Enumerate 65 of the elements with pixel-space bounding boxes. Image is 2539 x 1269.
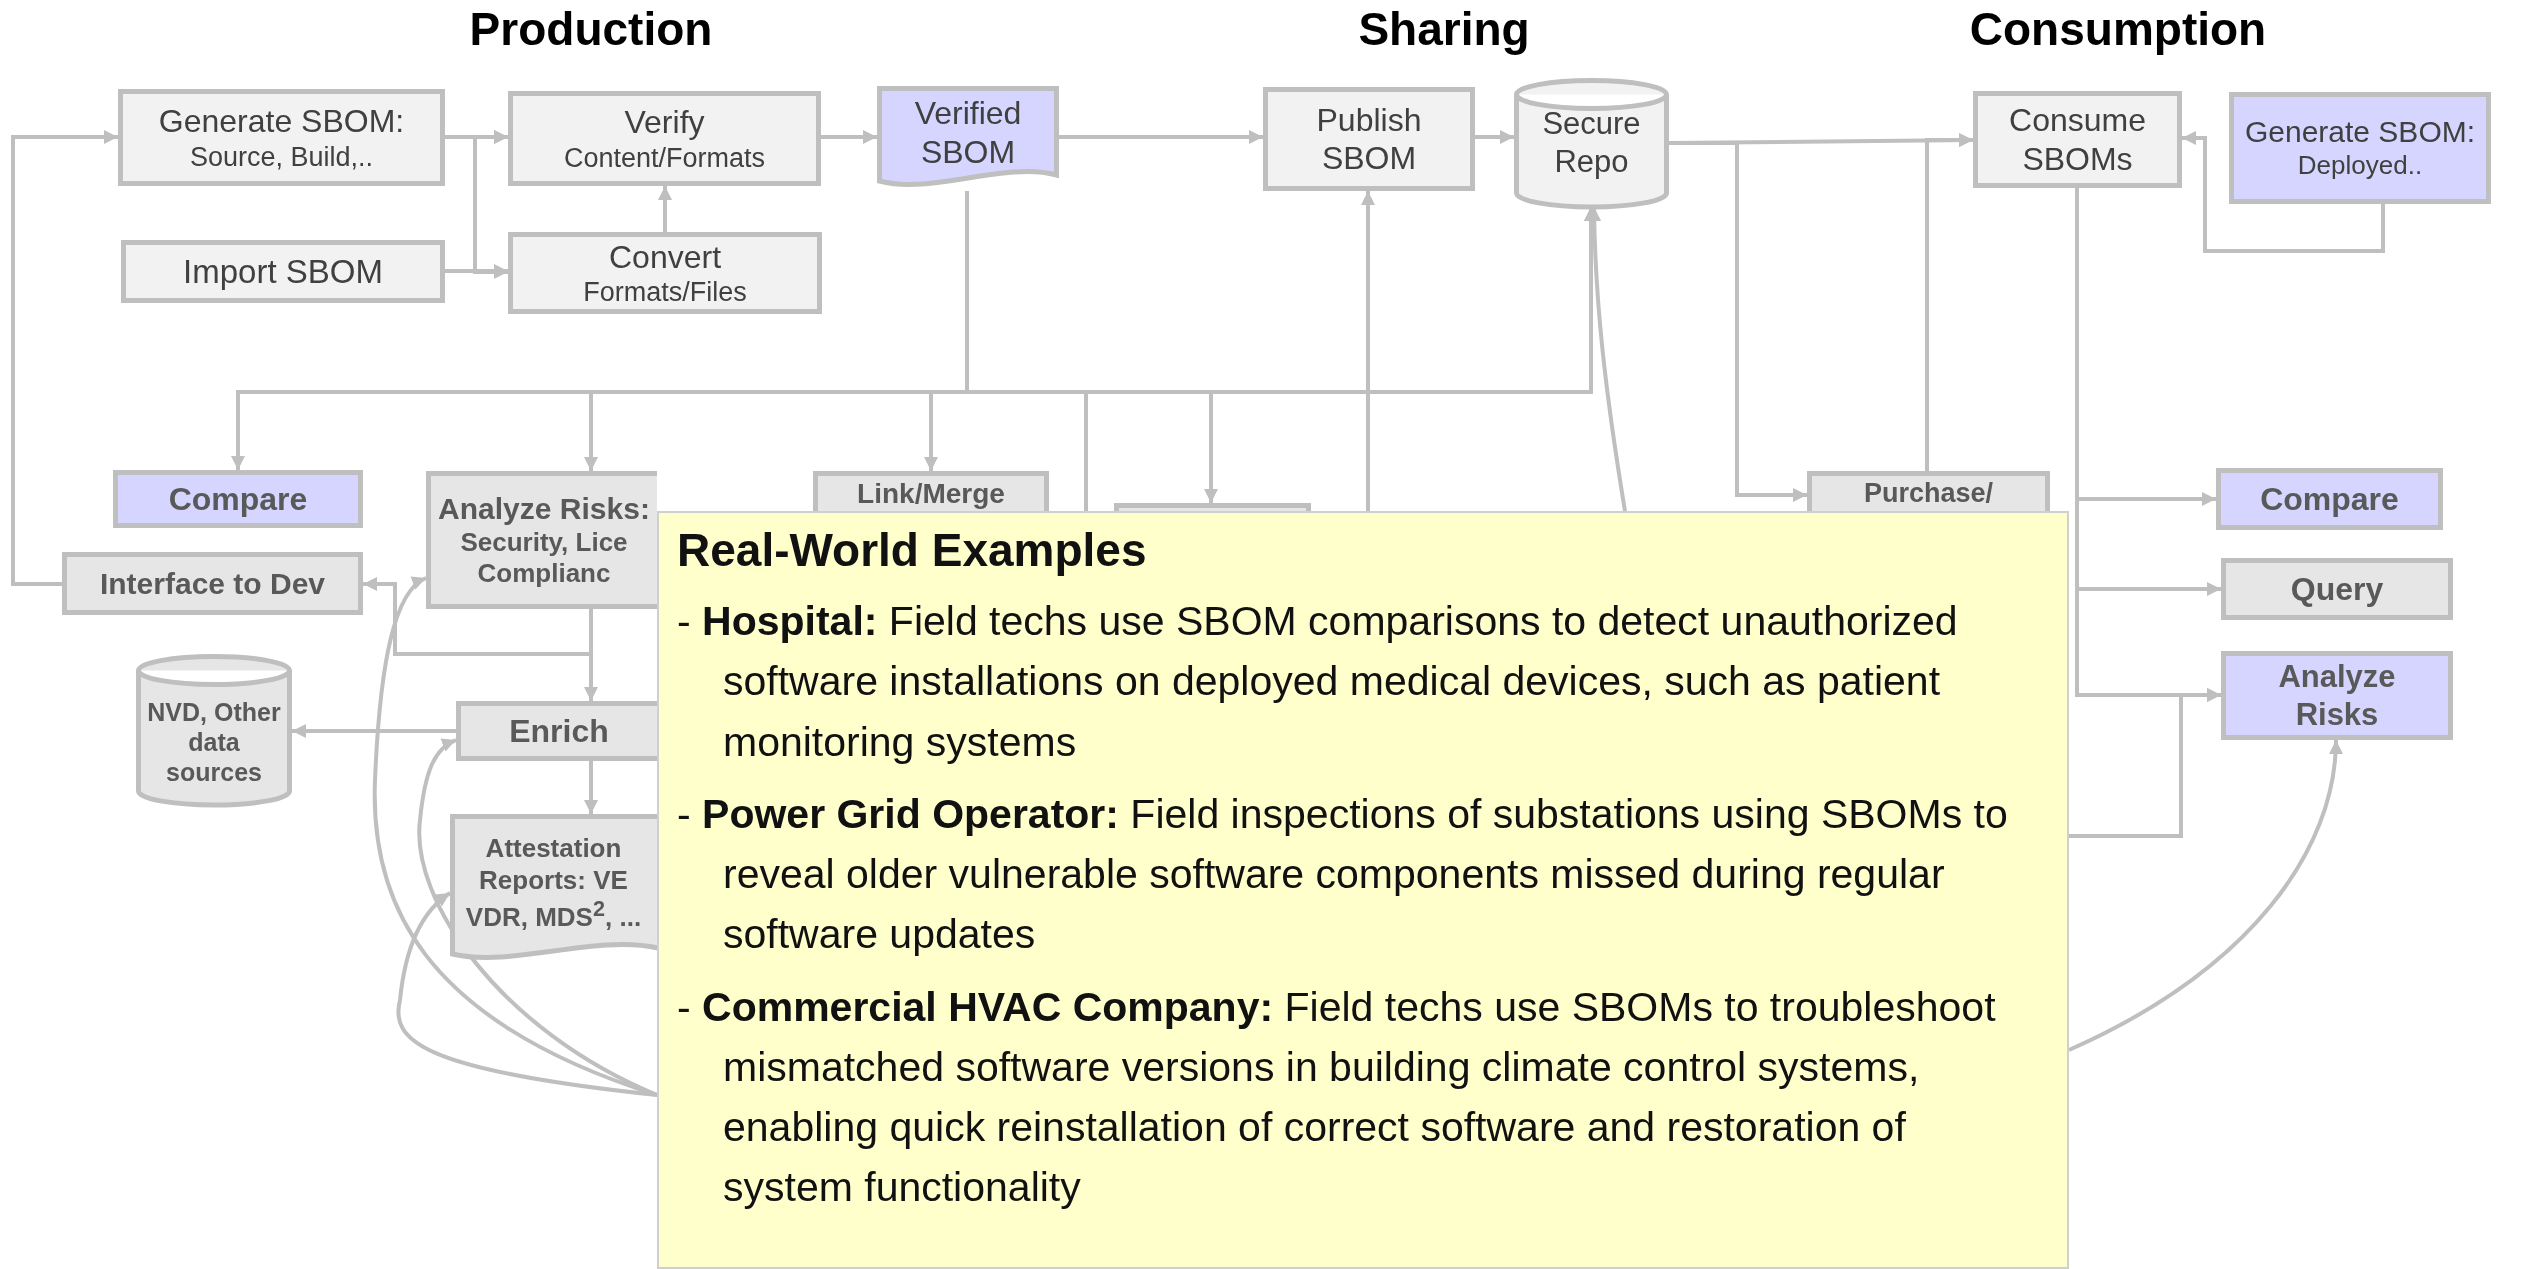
node-label: Compare (2260, 479, 2399, 519)
node-label: Secure Repo (1541, 105, 1642, 180)
arrow (1361, 191, 1375, 511)
node-label: Consume SBOMs (2008, 101, 2147, 178)
process-box (118, 89, 445, 186)
process-box (426, 471, 657, 609)
node-label: Generate SBOM: (158, 102, 405, 141)
node-label: Enrich (509, 711, 609, 751)
arrow (2068, 739, 2343, 1052)
database-cylinder (1514, 78, 1669, 207)
node-label: Interface to Dev (99, 565, 326, 602)
database-cylinder (136, 654, 292, 805)
callout-heading: Real-World Examples (677, 523, 1148, 577)
section-heading: Consumption (1969, 2, 2267, 56)
process-box (1263, 87, 1475, 191)
node-label: NVD, Other data sources (146, 696, 282, 787)
node-label: Convert (608, 237, 721, 276)
node-label: Security, Lice Complianc (459, 526, 629, 590)
node-label: Import SBOM (183, 251, 383, 292)
node-label: Generate SBOM: (2244, 114, 2476, 151)
bullet-text: - Power Grid Operator: Field inspections of substations using SBOMs to reveal older vulnerable software components missed during regular software updates (677, 789, 2009, 960)
node-label: Deployed.. (2297, 150, 2423, 182)
process-box (813, 471, 1049, 511)
arrow (1059, 130, 1263, 144)
node-label: Verified SBOM (913, 94, 1023, 171)
process-box (508, 232, 822, 314)
node-label: Link/Merge (857, 476, 1005, 511)
process-box (1973, 91, 2182, 188)
arrow (821, 130, 877, 144)
process-box (113, 470, 363, 528)
callout-box (657, 511, 2069, 1269)
bullet-text: - Commercial HVAC Company: Field techs use SBOMs to troubleshoot mismatched software versions in building climate control systems, enabling quick reinstallation of correct software and restoration of system functionality (677, 982, 1997, 1213)
arrow (363, 577, 593, 656)
process-box (1114, 503, 1311, 511)
arrow (584, 761, 598, 814)
process-box (2229, 92, 2491, 204)
node-label: Verify (624, 103, 705, 142)
process-box (456, 701, 657, 761)
arrow (658, 186, 672, 232)
arrow (396, 891, 658, 1097)
bullet-text: - Hospital: Field techs use SBOM comparisons to detect unauthorized software installations on deployed medical devices, such as patient monitoring systems (677, 597, 1959, 767)
section-heading: Production (469, 2, 713, 56)
arrow (1669, 141, 1807, 502)
arrow (1475, 130, 1514, 144)
section-heading: Sharing (1358, 2, 1530, 56)
process-box (62, 552, 363, 615)
node-label: Analyze Risks (2277, 658, 2397, 733)
arrow (2182, 131, 2385, 253)
process-box (121, 240, 445, 303)
node-label: Content/Formats (563, 141, 766, 174)
node-label: Attestation Reports: VE VDR, MDS$^{2}$, ... (464, 833, 643, 933)
node-label: Purchase/ (1863, 477, 1994, 510)
process-box (1807, 471, 2050, 511)
node-label: Formats/Files (583, 276, 747, 309)
node-label: Source, Build,.. (189, 140, 374, 173)
arrow (292, 724, 456, 738)
node-label: Query (2290, 569, 2384, 609)
node-label: Compare (168, 479, 308, 519)
arrow (11, 130, 118, 586)
process-box (508, 91, 821, 186)
node-label: Analyze Risks: (438, 490, 650, 527)
process-box (2221, 651, 2453, 740)
node-label: Publish SBOM (1315, 100, 1423, 178)
process-box (2216, 468, 2443, 530)
process-box (2221, 558, 2453, 620)
